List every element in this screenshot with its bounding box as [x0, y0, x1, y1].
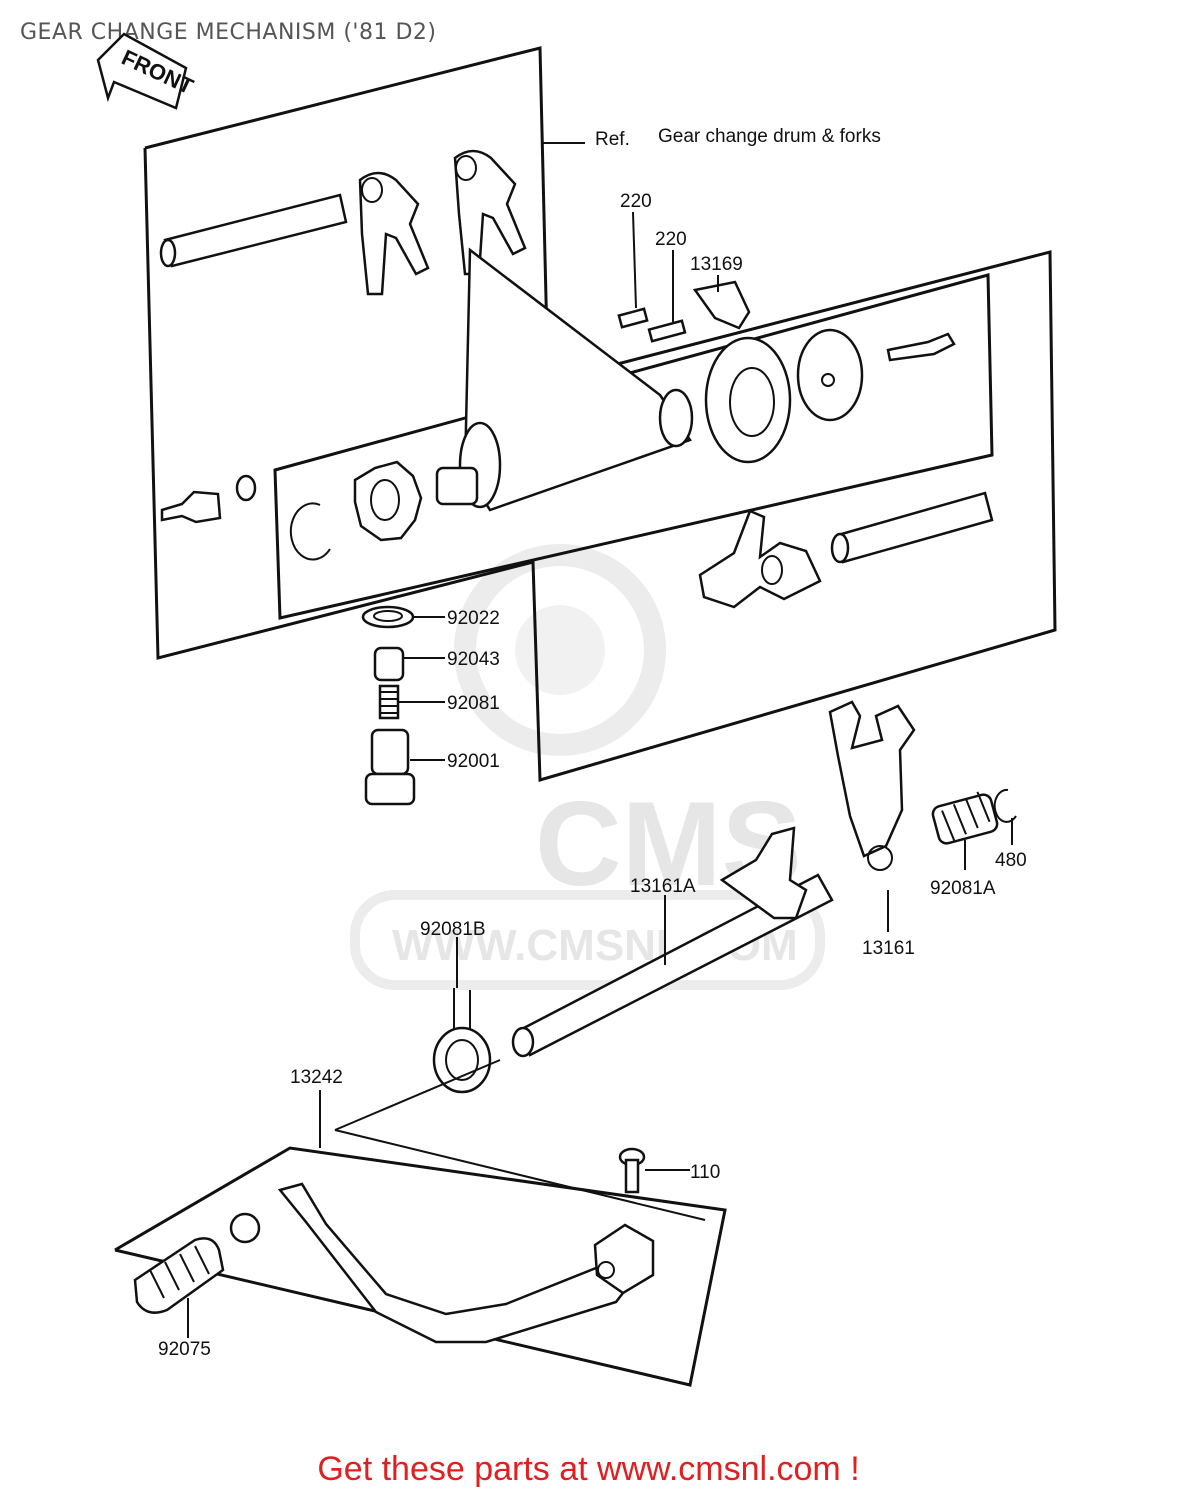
shift-drum [435, 247, 694, 512]
bolt-110 [618, 1147, 646, 1194]
shift-pedal-13242 [229, 1182, 655, 1344]
part-label-92075[interactable]: 92075 [158, 1339, 211, 1360]
shift-fork-upper-2 [453, 149, 527, 276]
part-label-13169[interactable]: 13169 [690, 254, 743, 275]
drum-cam-plate [796, 328, 864, 422]
footer-cta-link[interactable]: Get these parts at www.cmsnl.com ! [317, 1450, 860, 1488]
part-label-220-a[interactable]: 220 [620, 191, 652, 212]
part-label-92001[interactable]: 92001 [447, 751, 500, 772]
diagram-title: GEAR CHANGE MECHANISM ('81 D2) [20, 20, 437, 45]
drum-positioner-star [353, 460, 423, 542]
part-label-13161[interactable]: 13161 [862, 938, 915, 959]
plate-13169 [692, 280, 751, 330]
fork-shaft-upper [159, 193, 348, 268]
shift-fork-upper-1 [358, 171, 430, 296]
drum-bearing [704, 336, 792, 464]
part-label-92081A[interactable]: 92081A [930, 878, 996, 899]
shift-fork-lower [698, 509, 822, 609]
bolt-220-a [617, 307, 649, 329]
part-label-110[interactable]: 110 [690, 1162, 720, 1183]
pin-92043 [373, 646, 405, 682]
drum-circlip [289, 502, 331, 561]
part-label-13242[interactable]: 13242 [290, 1067, 343, 1088]
shift-arm-13161 [828, 700, 916, 871]
exploded-parts-diagram: CMS WWW.CMSNL.COM FRONT Ref. Gear change… [96, 32, 1057, 1387]
reference-prefix: Ref. [595, 129, 630, 150]
washer-92022 [361, 605, 415, 629]
spring-92081 [378, 684, 400, 720]
part-label-480[interactable]: 480 [995, 850, 1027, 871]
torsion-spring-92081B [432, 988, 492, 1094]
fork-shaft-lower [830, 491, 994, 564]
bolt-220-b [647, 319, 687, 343]
shift-pedal-frame [114, 1059, 727, 1387]
part-label-13161A[interactable]: 13161A [630, 876, 696, 897]
part-label-220-b[interactable]: 220 [655, 229, 687, 250]
part-label-92081B[interactable]: 92081B [420, 919, 486, 940]
front-arrow: FRONT [96, 32, 198, 110]
part-label-92022[interactable]: 92022 [447, 608, 500, 629]
part-label-92043[interactable]: 92043 [447, 649, 500, 670]
circlip-480 [993, 788, 1017, 823]
drum-pin-right [886, 332, 956, 362]
part-label-92081[interactable]: 92081 [447, 693, 500, 714]
shift-shaft-13161A [511, 826, 834, 1058]
neutral-switch [160, 474, 257, 524]
pedal-rubber-92075 [133, 1237, 225, 1314]
reference-text: Gear change drum & forks [658, 126, 881, 147]
plug-92001 [364, 728, 416, 806]
spring-92081A [931, 791, 999, 845]
